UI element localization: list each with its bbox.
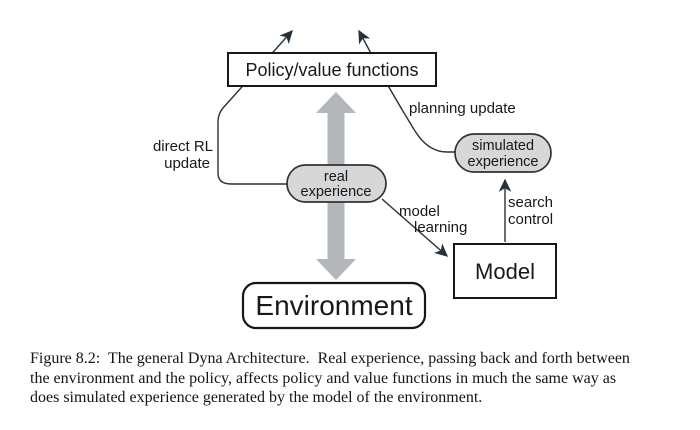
model-learning-label-line1: model — [399, 203, 440, 220]
model-label: Model — [475, 259, 535, 284]
direct-rl-label-line1: direct RL — [153, 138, 213, 155]
environment-node: Environment — [241, 281, 427, 330]
search-control-label-line1: search — [508, 194, 553, 211]
caption-line-3: does simulated experience generated by t… — [30, 389, 483, 406]
figure-caption: Figure 8.2: The general Dyna Architectur… — [30, 349, 690, 408]
real-experience-label-line2: experience — [301, 184, 372, 200]
dyna-architecture-diagram: Policy/value functions real experience s… — [153, 29, 557, 330]
simulated-experience-label-line2: experience — [468, 154, 539, 170]
caption-line-2: the environment and the policy, affects … — [30, 369, 617, 387]
policy-value-functions-node: Policy/value functions — [227, 52, 437, 87]
real-experience-label-line1: real — [324, 169, 348, 185]
direct-rl-update-arrow — [217, 29, 293, 185]
search-control-label-line2: control — [508, 211, 553, 228]
policy-value-functions-label: Policy/value functions — [245, 60, 418, 80]
real-experience-node: real experience — [286, 164, 387, 203]
model-learning-label-line2: learning — [414, 219, 467, 236]
model-node: Model — [453, 243, 557, 299]
planning-update-label: planning update — [409, 100, 516, 117]
simulated-experience-node: simulated experience — [454, 133, 552, 173]
caption-line-1: Figure 8.2: The general Dyna Architectur… — [30, 350, 630, 367]
simulated-experience-label-line1: simulated — [472, 138, 534, 154]
direct-rl-label-line2: update — [164, 155, 210, 172]
planning-update-arrow — [358, 29, 455, 153]
environment-label: Environment — [255, 290, 412, 321]
model-learning-arrow — [381, 198, 449, 257]
